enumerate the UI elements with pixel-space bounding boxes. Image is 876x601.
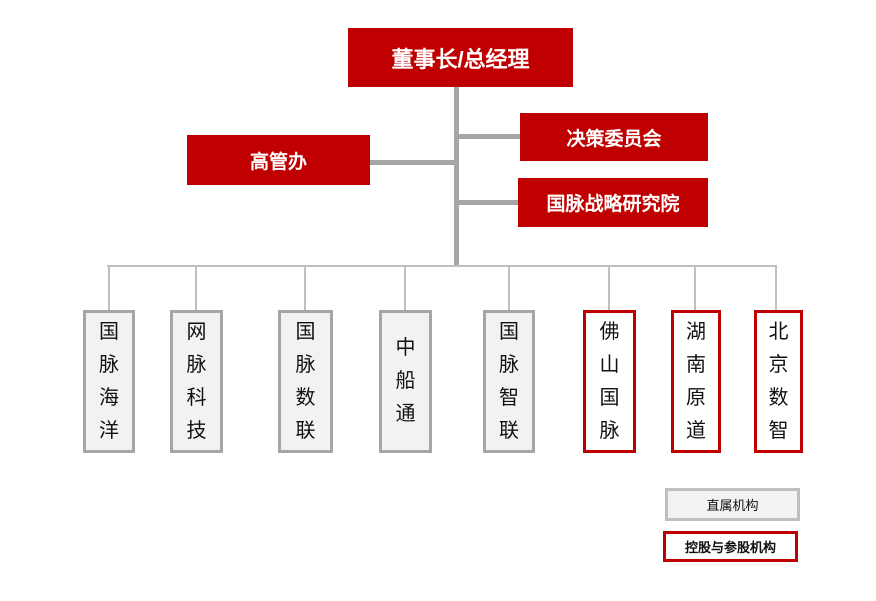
node-subsidiary-guomai-haiyang: 国 脉 海 洋 — [83, 310, 135, 453]
node-subsidiary-wangmai-keji: 网 脉 科 技 — [170, 310, 223, 453]
node-subsidiary-foshan-guomai: 佛 山 国 脉 — [583, 310, 636, 453]
legend-holding-institutions: 控股与参股机构 — [663, 531, 798, 562]
node-subsidiary-beijing-shuzhi: 北 京 数 智 — [754, 310, 803, 453]
node-label: 国 脉 智 联 — [499, 320, 519, 442]
connector-drop-6 — [608, 267, 610, 310]
node-label: 国 脉 数 联 — [295, 320, 316, 442]
node-decision-committee: 决策委员会 — [520, 113, 708, 161]
node-subsidiary-guomai-shulian: 国 脉 数 联 — [278, 310, 333, 453]
connector-trunk-vertical — [454, 87, 459, 267]
node-label: 中 船 通 — [395, 337, 416, 425]
connector-to-decision-committee — [456, 134, 520, 139]
node-subsidiary-zhongchuantong: 中 船 通 — [379, 310, 432, 453]
connector-drop-8 — [775, 267, 777, 310]
connector-drop-5 — [508, 267, 510, 310]
node-label: 国 脉 海 洋 — [99, 320, 119, 442]
connector-drop-3 — [304, 267, 306, 310]
connector-to-executive-office — [370, 160, 456, 165]
connector-drop-1 — [108, 267, 110, 310]
connector-to-strategy-institute — [456, 200, 518, 205]
node-strategy-institute: 国脉战略研究院 — [518, 178, 708, 227]
node-label: 网 脉 科 技 — [186, 320, 207, 442]
connector-drop-4 — [404, 267, 406, 310]
node-chairman-general-manager: 董事长/总经理 — [348, 28, 573, 87]
node-label: 北 京 数 智 — [768, 320, 789, 442]
node-label: 湖 南 原 道 — [686, 320, 706, 442]
node-label: 佛 山 国 脉 — [599, 320, 620, 442]
legend-direct-institutions: 直属机构 — [665, 488, 800, 521]
node-subsidiary-hunan-yuandao: 湖 南 原 道 — [671, 310, 721, 453]
connector-drop-7 — [694, 267, 696, 310]
node-executive-office: 高管办 — [187, 135, 370, 185]
node-subsidiary-guomai-zhilian: 国 脉 智 联 — [483, 310, 535, 453]
connector-drop-2 — [195, 267, 197, 310]
connector-distribution-horizontal — [107, 265, 777, 267]
